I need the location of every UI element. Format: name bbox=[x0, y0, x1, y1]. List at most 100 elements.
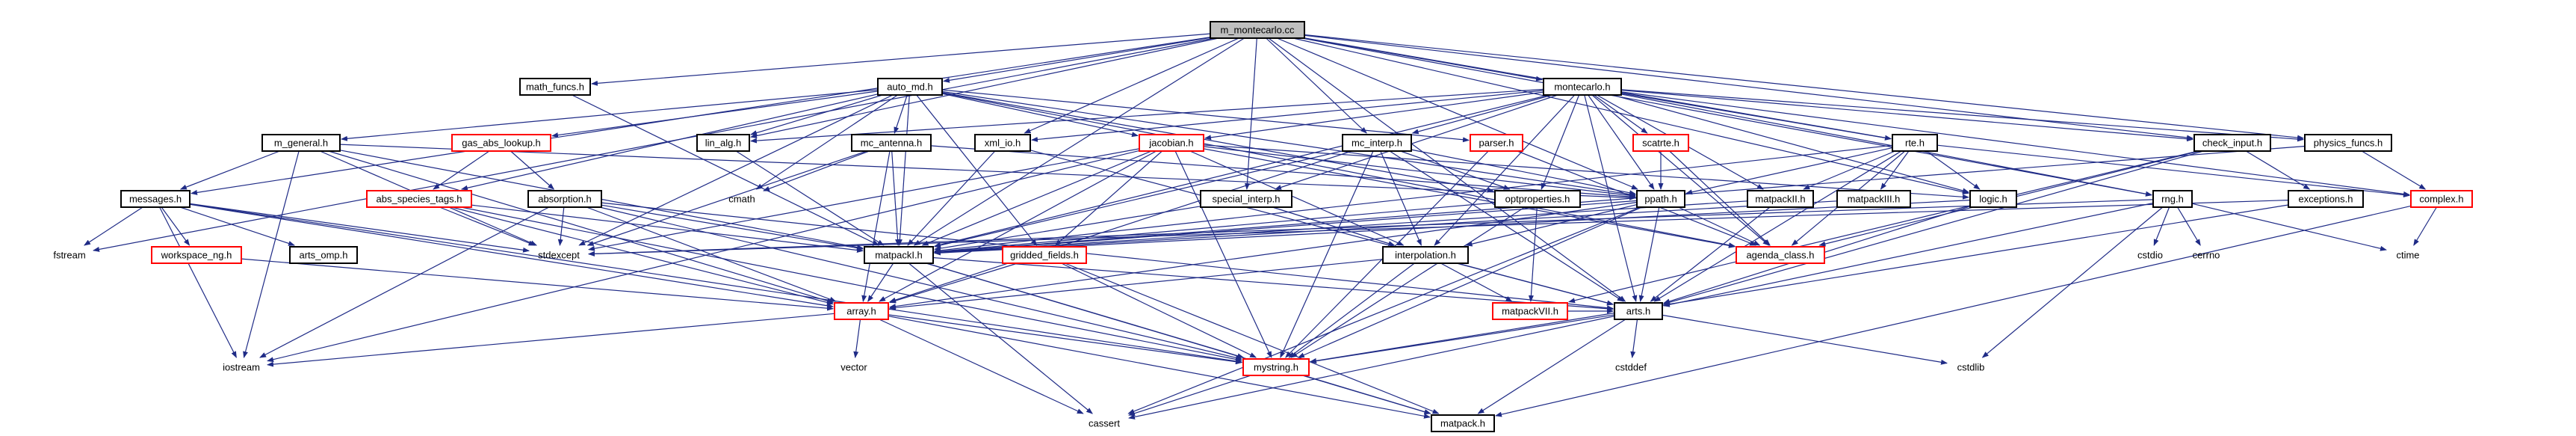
edge-abs_species_tags-to-mystring bbox=[460, 206, 1242, 362]
node-rte[interactable]: rte.h bbox=[1892, 134, 1938, 152]
node-label-logic: logic.h bbox=[1979, 194, 2007, 205]
edge-messages-to-arts_omp bbox=[179, 206, 295, 246]
node-cstdlib: cstdlib bbox=[1957, 362, 1985, 373]
edge-m_general-to-iostream bbox=[243, 150, 300, 358]
edge-montecarlo-to-rte bbox=[1620, 93, 1892, 141]
edge-mystring-to-cassert bbox=[1128, 375, 1251, 417]
edge-auto_md-to-agenda_class bbox=[941, 92, 1736, 248]
node-matpack[interactable]: matpack.h bbox=[1431, 414, 1495, 432]
edge-auto_md-to-matpackI bbox=[897, 94, 910, 246]
node-matpackIII[interactable]: matpackIII.h bbox=[1836, 190, 1911, 208]
node-scatrte[interactable]: scatrte.h bbox=[1632, 134, 1689, 152]
node-cmath: cmath bbox=[728, 194, 755, 205]
edge-m_montecarlo_cc-to-special_interp bbox=[1244, 37, 1257, 190]
edge-matpackI-to-mystring bbox=[926, 262, 1245, 359]
node-xml_io[interactable]: xml_io.h bbox=[974, 134, 1031, 152]
edge-auto_md-to-stdexcept bbox=[578, 94, 894, 246]
node-mystring[interactable]: mystring.h bbox=[1242, 358, 1310, 376]
edge-auto_md-to-gridded_fields bbox=[916, 94, 1038, 246]
node-arts[interactable]: arts.h bbox=[1614, 302, 1663, 320]
node-optproperties[interactable]: optproperties.h bbox=[1494, 190, 1581, 208]
node-label-agenda_class: agenda_class.h bbox=[1746, 250, 1814, 261]
node-gridded_fields[interactable]: gridded_fields.h bbox=[1002, 246, 1087, 264]
edge-matpackII-to-arts bbox=[1650, 206, 1771, 302]
node-logic[interactable]: logic.h bbox=[1969, 190, 2017, 208]
edge-m_general-to-messages bbox=[179, 150, 280, 190]
edge-m_montecarlo_cc-to-xml_io bbox=[1024, 37, 1239, 134]
node-gas_abs_lookup[interactable]: gas_abs_lookup.h bbox=[451, 134, 551, 152]
node-vector: vector bbox=[840, 362, 867, 373]
node-math_funcs[interactable]: math_funcs.h bbox=[519, 78, 591, 96]
node-arts_omp[interactable]: arts_omp.h bbox=[289, 246, 358, 264]
edge-rte-to-matpackIII bbox=[1880, 150, 1910, 190]
node-interpolation[interactable]: interpolation.h bbox=[1382, 246, 1469, 264]
node-messages[interactable]: messages.h bbox=[120, 190, 191, 208]
node-parser[interactable]: parser.h bbox=[1470, 134, 1523, 152]
node-label-fstream: fstream bbox=[53, 250, 85, 261]
edge-montecarlo-to-ppath bbox=[1588, 94, 1655, 190]
node-rng[interactable]: rng.h bbox=[2152, 190, 2193, 208]
node-exceptions[interactable]: exceptions.h bbox=[2288, 190, 2364, 208]
node-box-arts bbox=[1614, 302, 1663, 320]
node-label-arts_omp: arts_omp.h bbox=[299, 250, 347, 261]
node-cerrno: cerrno bbox=[2193, 250, 2220, 261]
node-box-array bbox=[834, 302, 889, 320]
edge-montecarlo-to-check_input bbox=[1620, 89, 2193, 142]
node-label-array: array.h bbox=[846, 306, 876, 317]
edge-jacobian-to-mystring bbox=[1174, 150, 1272, 358]
edge-montecarlo-to-special_interp bbox=[1275, 94, 1558, 190]
node-m_general[interactable]: m_general.h bbox=[261, 134, 341, 152]
node-absorption[interactable]: absorption.h bbox=[527, 190, 602, 208]
edge-abs_species_tags-to-stdexcept bbox=[439, 206, 536, 246]
node-physics_funcs[interactable]: physics_funcs.h bbox=[2304, 134, 2392, 152]
edge-matpackII-to-matpackI bbox=[934, 200, 1748, 255]
node-mc_interp[interactable]: mc_interp.h bbox=[1342, 134, 1412, 152]
node-box-m_general bbox=[261, 134, 341, 152]
node-box-matpackIII bbox=[1836, 190, 1911, 208]
edge-array-to-vector bbox=[853, 319, 861, 358]
node-box-matpackI bbox=[864, 246, 934, 264]
edge-absorption-to-array bbox=[586, 206, 837, 302]
edge-jacobian-to-array bbox=[879, 150, 1157, 302]
node-matpackI[interactable]: matpackI.h bbox=[864, 246, 934, 264]
edge-mc_interp-to-optproperties bbox=[1400, 150, 1511, 190]
edge-mc_interp-to-interpolation bbox=[1380, 150, 1422, 246]
node-box-agenda_class bbox=[1736, 246, 1825, 264]
node-mc_antenna[interactable]: mc_antenna.h bbox=[851, 134, 932, 152]
edge-montecarlo-to-physics_funcs bbox=[1620, 89, 2304, 142]
node-m_montecarlo_cc[interactable]: m_montecarlo.cc bbox=[1210, 21, 1305, 39]
edge-array-to-iostream bbox=[267, 313, 835, 367]
edge-rte-to-arts bbox=[1653, 150, 1902, 302]
edge-arts-to-cstddef bbox=[1630, 319, 1638, 358]
node-complex[interactable]: complex.h bbox=[2410, 190, 2473, 208]
node-abs_species_tags[interactable]: abs_species_tags.h bbox=[366, 190, 472, 208]
edge-mc_antenna-to-ppath bbox=[930, 145, 1636, 200]
node-jacobian[interactable]: jacobian.h bbox=[1139, 134, 1204, 152]
edge-array-to-mystring bbox=[888, 314, 1242, 365]
edge-montecarlo-to-arts bbox=[1584, 94, 1638, 302]
node-lin_alg[interactable]: lin_alg.h bbox=[696, 134, 750, 152]
node-auto_md[interactable]: auto_md.h bbox=[877, 78, 943, 96]
node-label-special_interp: special_interp.h bbox=[1212, 194, 1280, 205]
node-label-abs_species_tags: abs_species_tags.h bbox=[377, 194, 462, 205]
edge-auto_md-to-ppath bbox=[941, 90, 1636, 197]
edge-check_input-to-matpackVII bbox=[1568, 150, 2199, 304]
edge-jacobian-to-gridded_fields bbox=[1054, 150, 1162, 246]
node-montecarlo[interactable]: montecarlo.h bbox=[1543, 78, 1622, 96]
node-matpackII[interactable]: matpackII.h bbox=[1747, 190, 1814, 208]
node-matpackVII[interactable]: matpackVII.h bbox=[1492, 302, 1568, 320]
edge-mc_interp-to-arts bbox=[1389, 150, 1624, 302]
edge-montecarlo-to-complex bbox=[1620, 91, 2410, 197]
node-box-m_montecarlo_cc bbox=[1210, 21, 1305, 39]
node-label-rte: rte.h bbox=[1905, 138, 1925, 149]
node-ppath[interactable]: ppath.h bbox=[1636, 190, 1685, 208]
edge-abs_species_tags-to-array bbox=[451, 206, 834, 305]
node-array[interactable]: array.h bbox=[834, 302, 889, 320]
node-agenda_class[interactable]: agenda_class.h bbox=[1736, 246, 1825, 264]
node-check_input[interactable]: check_input.h bbox=[2193, 134, 2271, 152]
node-box-parser bbox=[1470, 134, 1523, 152]
edge-matpackI-to-cassert bbox=[908, 262, 1093, 414]
node-workspace_ng[interactable]: workspace_ng.h bbox=[151, 246, 242, 264]
edge-mc_antenna-to-stdexcept bbox=[586, 150, 867, 246]
node-special_interp[interactable]: special_interp.h bbox=[1200, 190, 1292, 208]
